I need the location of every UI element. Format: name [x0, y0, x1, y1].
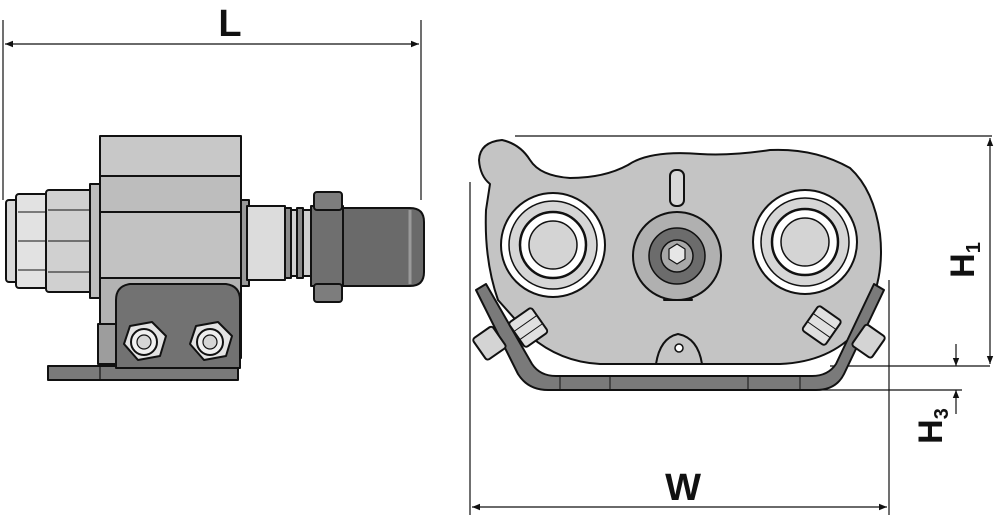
hex-bolt — [189, 321, 233, 361]
height-1-label: H1 — [944, 242, 985, 278]
width-label: W — [665, 467, 701, 509]
hex-bolt — [801, 305, 842, 346]
height-1-dimension: H1 — [944, 138, 994, 364]
hex-bolt — [851, 323, 886, 359]
height-3-label: H3 — [912, 408, 953, 444]
width-dimension: W — [472, 467, 887, 511]
hex-bolt — [508, 307, 549, 348]
center-adjuster — [632, 169, 722, 301]
bracket-bolts — [123, 321, 233, 361]
front-view: H1 H3 W — [469, 135, 994, 515]
hex-socket — [668, 243, 686, 265]
right-roller — [752, 189, 858, 295]
left-fitting — [5, 183, 101, 299]
bottom-tab — [655, 333, 703, 365]
left-roller — [500, 192, 606, 298]
shaft — [240, 191, 425, 303]
height-3-dimension: H3 — [912, 344, 960, 444]
side-view: L — [2, 3, 425, 381]
front-bracket — [475, 283, 885, 391]
length-dimension: L — [2, 3, 422, 200]
front-bolts — [472, 305, 886, 361]
hex-bolt — [123, 321, 167, 361]
length-label: L — [218, 3, 241, 45]
hex-bolt — [472, 325, 507, 361]
